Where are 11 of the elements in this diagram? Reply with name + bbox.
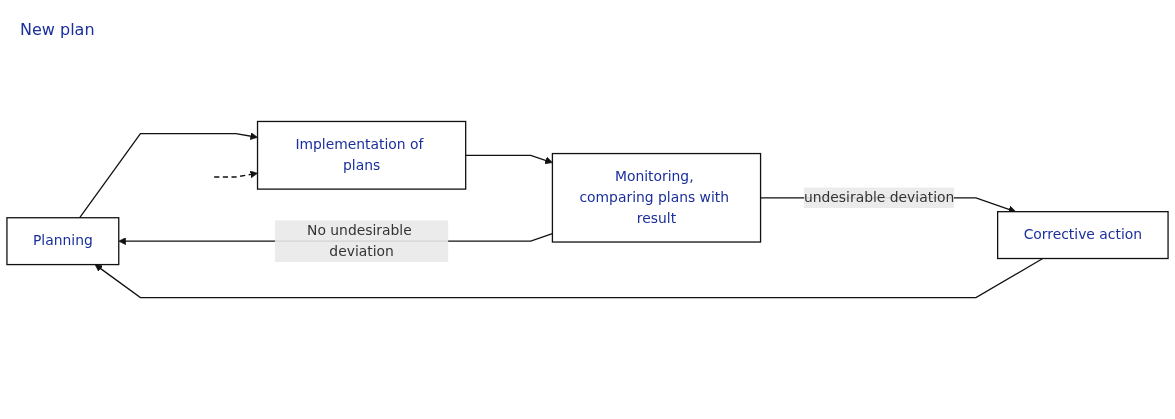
node-box: Corrective action xyxy=(997,211,1169,260)
arrow xyxy=(465,154,553,165)
edge-label: undesirable deviation xyxy=(803,189,955,206)
edge-label: No undesirable deviation xyxy=(307,222,412,260)
node-box: Monitoring, comparing plans with result xyxy=(551,152,762,243)
node-box: Implementation of plans xyxy=(256,120,467,190)
arrow xyxy=(94,257,1044,299)
note-text: New plan xyxy=(20,20,95,39)
arrow xyxy=(79,132,258,219)
arrow xyxy=(213,170,258,179)
node-box: Planning xyxy=(6,217,120,266)
